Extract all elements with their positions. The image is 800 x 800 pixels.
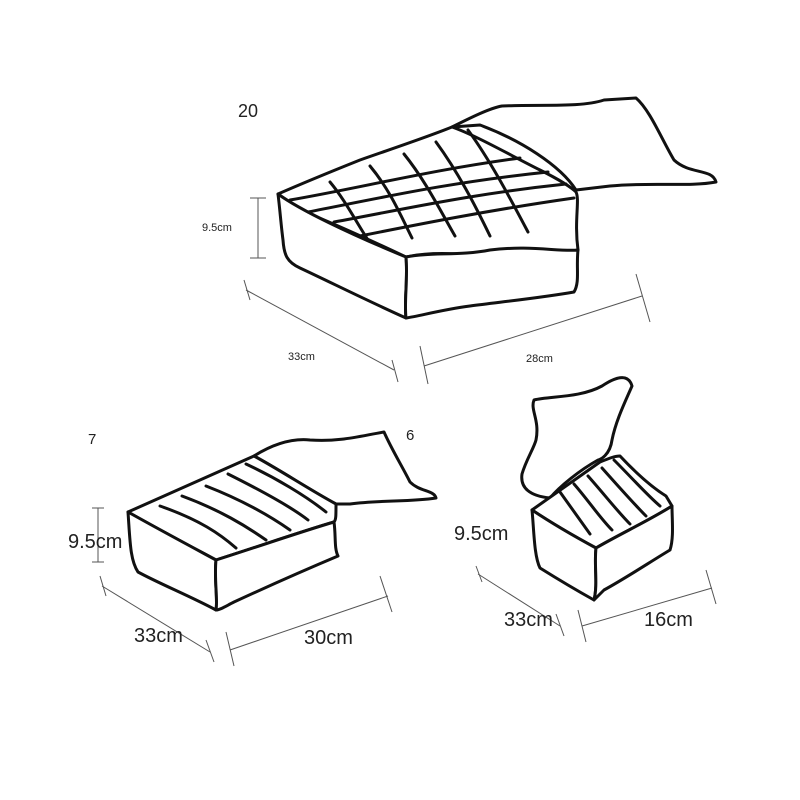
compartment-count-label: 20 — [238, 101, 258, 121]
height-dimension-label: 9.5cm — [202, 222, 232, 234]
organizer-front-face — [213, 520, 340, 612]
depth-dimension-label: 33cm — [288, 351, 315, 363]
compartment-count-label: 6 — [406, 427, 414, 444]
width-dimension-label: 28cm — [526, 353, 553, 365]
compartment-count-label: 7 — [88, 431, 96, 448]
organizer-lid — [450, 96, 718, 192]
organizer-6-compartments: 6 9.5cm 33cm 16cm — [406, 376, 717, 643]
organizer-lid — [520, 376, 634, 500]
height-dimension-label: 9.5cm — [68, 531, 122, 553]
organizer-7-compartments: 7 9.5cm 33cm 30cm — [68, 430, 438, 667]
width-dimension-label: 16cm — [644, 609, 693, 631]
compartment-dividers — [558, 458, 662, 536]
organizer-20-compartments: 20 9.5cm 33cm 28cm — [202, 96, 718, 385]
organizer-front-face — [403, 246, 580, 320]
width-dimension-label: 30cm — [304, 627, 353, 649]
depth-dimension-label: 33cm — [504, 609, 553, 631]
compartment-grid — [288, 128, 576, 242]
organizer-front-face — [592, 504, 674, 602]
height-dimension-label: 9.5cm — [454, 523, 508, 545]
depth-dimension-label: 33cm — [134, 625, 183, 647]
compartment-dividers — [158, 462, 328, 550]
